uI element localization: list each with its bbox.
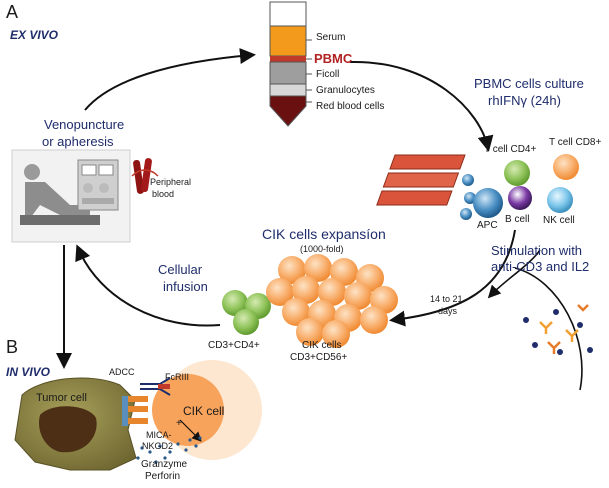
granule-dot — [140, 446, 144, 450]
granule-dot — [176, 442, 180, 446]
granule-dot — [184, 448, 188, 452]
culture-line2: rhIFNγ (24h) — [488, 93, 561, 108]
cik-cell — [344, 282, 372, 310]
cik-cell — [360, 306, 388, 334]
cik-cell — [292, 276, 320, 304]
plus-sign: + — [176, 418, 182, 429]
tumor-label: Tumor cell — [36, 392, 87, 404]
cell-cd8 — [553, 154, 579, 180]
granule-dot — [198, 436, 202, 440]
stimulation-line1: Stimulation with — [491, 243, 583, 258]
arrow-stimulation-up — [514, 267, 583, 391]
cik-cell — [304, 254, 332, 282]
culture-flasks — [376, 154, 476, 220]
arrow-tube-to-culture — [349, 60, 494, 152]
green-cell-cluster — [222, 290, 271, 335]
patient-illustration — [11, 149, 131, 243]
timing-line1: 14 to 21 — [430, 294, 463, 304]
adcc-label: ADCC — [109, 367, 135, 377]
panel-a-letter: A — [6, 2, 19, 22]
granule-dot — [194, 444, 198, 448]
granule-dot — [158, 444, 162, 448]
blood-tubes-icon — [131, 158, 159, 194]
stimulation-line2: anti-CD3 and IL2 — [491, 259, 590, 274]
tube-label-ficoll: Ficoll — [316, 69, 340, 80]
tube-label-pbmc: PBMC — [314, 51, 353, 66]
cik-cell-cluster — [266, 254, 398, 348]
tube-label-serum: Serum — [316, 32, 346, 43]
culture-line1: PBMC cells culture — [474, 76, 584, 91]
cik-cell — [296, 318, 324, 346]
granule-dot — [136, 456, 140, 460]
label-apc: APC — [477, 220, 498, 231]
centrifuge-tube — [269, 1, 312, 127]
cell-b — [508, 186, 532, 210]
arrow-expansion-to-infusion — [75, 244, 221, 327]
label-nk-cell: NK cell — [543, 215, 575, 226]
cell-nk — [547, 187, 573, 213]
tumor-cell — [14, 377, 137, 471]
tube-label-granulocytes: Granulocytes — [316, 85, 375, 96]
cik-cell — [318, 278, 346, 306]
antibody-particles — [523, 304, 593, 355]
granule-dot — [188, 438, 192, 442]
cik-cell-big — [152, 360, 262, 460]
veno-line2: or apheresis — [42, 134, 114, 149]
blood-line2: blood — [152, 189, 175, 199]
perforin-label: Perforin — [145, 471, 181, 482]
nkgd2-label: NKGD2 — [142, 441, 174, 451]
arrow-stimulation-to-cycle — [487, 249, 541, 299]
cik-label-line2: CD3+CD56+ — [290, 352, 348, 363]
in-vivo-label: IN VIVO — [6, 365, 51, 379]
expansion-title: CIK cells expansíon — [262, 226, 386, 242]
granule-dot — [148, 450, 152, 454]
cik-cell — [278, 256, 306, 284]
tube-label-rbc: Red blood cells — [316, 101, 385, 112]
cik-cell — [282, 298, 310, 326]
cell-apc — [473, 188, 503, 218]
granule-dot — [163, 456, 167, 460]
infusion-line2: infusion — [163, 279, 208, 294]
arrow-culture-to-expansion — [389, 229, 516, 327]
cell-cd4 — [504, 160, 530, 186]
cd3cd4-label: CD3+CD4+ — [208, 340, 260, 351]
immune-synapse — [122, 377, 202, 442]
veno-line1: Venopuncture — [44, 117, 125, 132]
ex-vivo-label: EX VIVO — [10, 28, 59, 42]
granule-dot — [154, 460, 158, 464]
label-t-cd8: T cell CD8+ — [549, 137, 602, 148]
granzyme-granules — [136, 436, 202, 464]
label-b-cell: B cell — [505, 214, 530, 225]
granzyme-label: Granzyme — [141, 459, 188, 470]
blood-line1: Peripheral — [150, 177, 192, 187]
granule-dot — [168, 450, 172, 454]
label-t-cd4: T cell CD4+ — [484, 144, 537, 155]
cik-cell-label: CIK cell — [183, 404, 225, 418]
panel-b-letter: B — [6, 337, 19, 357]
timing-line2: days — [438, 306, 458, 316]
mica-label: MICA- — [146, 430, 172, 440]
cik-cell — [322, 320, 350, 348]
cik-cell — [266, 278, 294, 306]
cik-label-line1: CIK cells — [302, 340, 342, 351]
infusion-line1: Cellular — [158, 262, 203, 277]
expansion-fold: (1000-fold) — [300, 244, 344, 254]
fcriii-label: FcRIII — [165, 372, 189, 382]
arrow-veno-to-tube — [84, 48, 256, 111]
